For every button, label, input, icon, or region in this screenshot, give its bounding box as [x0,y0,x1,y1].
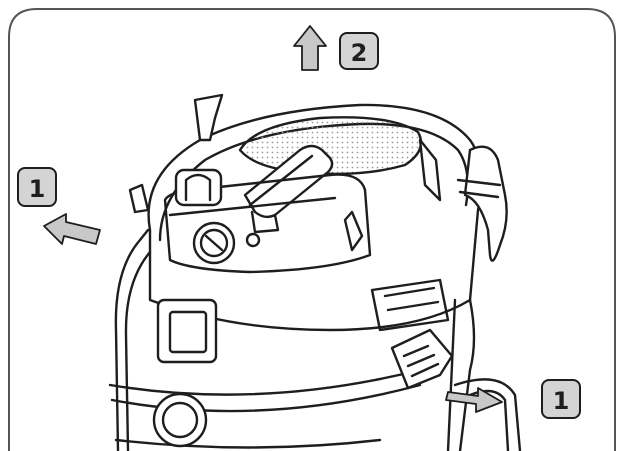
control-dial [192,221,261,265]
arrow-right-down-icon [445,387,503,413]
step-label: 2 [351,39,368,67]
arrow-left-down-icon [43,213,101,245]
carry-handle [243,144,334,219]
power-switch [156,298,218,364]
step-label: 1 [553,387,570,415]
right-latch [463,145,508,262]
hose-port [152,392,208,448]
step-badge-1-left: 1 [17,167,57,207]
left-latch [193,93,224,142]
step-label: 1 [29,175,46,203]
step-badge-2: 2 [339,32,379,70]
vacuum-cleaner [108,93,522,451]
arrow-up-icon [293,25,327,71]
diagram-frame [8,8,616,451]
step-badge-1-right: 1 [541,379,581,419]
